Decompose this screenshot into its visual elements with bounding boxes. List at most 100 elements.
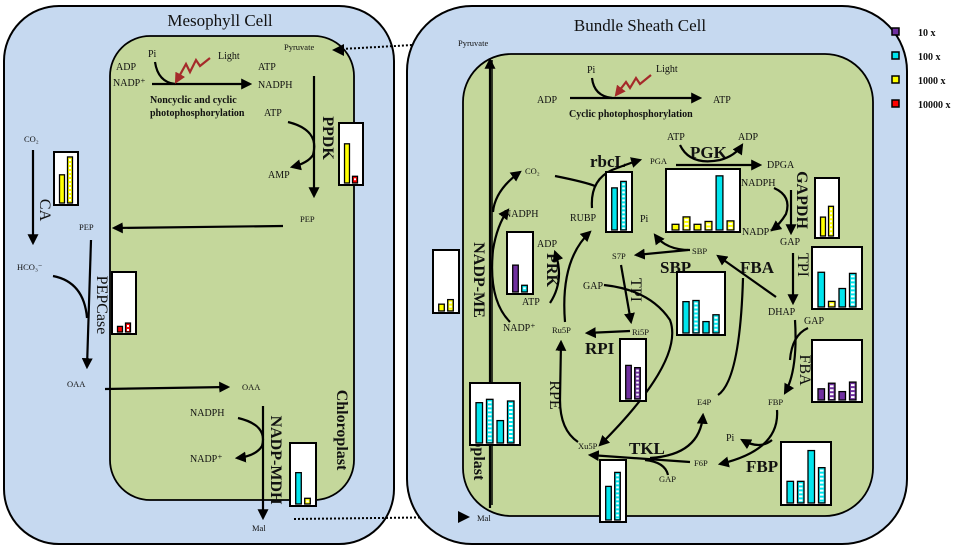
- enzyme-rpe: RPE: [546, 380, 563, 409]
- expression-charts: [53, 122, 863, 523]
- atp-adp-prk-curve: [549, 249, 564, 304]
- legend-label: 100 x: [918, 52, 941, 63]
- bar-rbcl-0: [611, 187, 618, 231]
- label-atp-bs: ATP: [713, 95, 731, 106]
- label-pep-in: PEP: [300, 214, 315, 224]
- label-pyruvate: Pyruvate: [284, 42, 314, 52]
- bar-fba-3: [848, 381, 857, 401]
- label-pi-bs: Pi: [587, 65, 596, 76]
- ru5p-rubp-curve: [563, 230, 592, 323]
- sbp-pi-curve: [653, 233, 691, 252]
- bar-fbp-2: [807, 449, 816, 504]
- tkl-e4p-curve: [649, 412, 708, 460]
- legend-swatch: [891, 51, 900, 60]
- bundle-sheath-title: Bundle Sheath Cell: [574, 16, 706, 35]
- bar-gapdh-0: [819, 216, 827, 237]
- chart-box-nadp-me: [432, 249, 460, 314]
- legend-label: 10 x: [918, 28, 936, 39]
- bar-nadp-me-1: [447, 298, 454, 312]
- enzyme-fba1: FBA: [740, 258, 775, 277]
- hco3-curve: [52, 274, 89, 319]
- bar-tpi-2: [838, 287, 847, 308]
- bar-rpe-0: [475, 402, 484, 444]
- bar-prk-0: [512, 264, 519, 293]
- bar-sbp-2: [702, 320, 710, 334]
- label-photo1: Noncyclic and cyclic: [150, 95, 237, 106]
- label-ri5p: Ri5P: [632, 327, 649, 337]
- bar-pgk-4: [715, 175, 724, 231]
- light-squiggle-icon: [174, 57, 211, 84]
- label-light: Light: [218, 51, 240, 62]
- enzyme-pgk: PGK: [690, 143, 728, 162]
- bundle-chloroplast: [462, 53, 874, 517]
- label-s7p: S7P: [612, 251, 626, 261]
- label-xu5p: Xu5P: [578, 441, 598, 451]
- label-atp-pgk: ATP: [667, 132, 685, 143]
- label-cyclic: Cyclic photophosphorylation: [569, 109, 693, 120]
- to-co2-curve: [491, 170, 522, 213]
- ri5p-ru5p-arrow: [584, 327, 631, 339]
- legend-swatch: [891, 99, 900, 108]
- bar-rbcl-1: [620, 180, 627, 231]
- label-nadph-bs: NADPH: [504, 209, 538, 220]
- label-pi2: Pi: [640, 214, 649, 225]
- enzyme-gapdh: GAPDH: [793, 171, 810, 229]
- chart-box-tkl: [599, 459, 627, 523]
- legend: 10 x 100 x 1000 x 10000 x: [891, 27, 951, 111]
- nadp-nadph-curve: [491, 208, 511, 323]
- chart-box-gapdh: [814, 177, 840, 239]
- enzyme-fba2: FBA: [796, 354, 813, 386]
- enzyme-ppdk: PPDK: [319, 116, 336, 160]
- sbp-s7p-arrow: [633, 248, 689, 260]
- label-oaa-out: OAA: [67, 379, 86, 389]
- label-adp-pgk: ADP: [738, 132, 758, 143]
- enzyme-nadp-me: NADP-ME: [470, 242, 487, 318]
- mesophyll-chloroplast: [109, 35, 355, 501]
- chart-box-ppdk: [338, 122, 364, 186]
- label-nadp-bs: NADP⁺: [503, 323, 536, 334]
- enzyme-ca: CA: [36, 199, 53, 222]
- chart-box-rbcl: [605, 171, 633, 233]
- enzyme-rbcl: rbcL: [590, 152, 626, 171]
- bar-sbp-3: [712, 314, 720, 334]
- mesophyll-chloroplast-label: Chloroplast: [333, 390, 350, 471]
- label-atp-prk: ATP: [522, 297, 540, 308]
- label-light-bs: Light: [656, 64, 678, 75]
- bar-fba-1: [827, 382, 836, 401]
- dhap-sbp-arrow: [716, 254, 777, 298]
- label-pga: PGA: [650, 156, 668, 166]
- bar-sbp-0: [682, 300, 690, 334]
- label-pep-out: PEP: [79, 222, 94, 232]
- legend-label: 10000 x: [918, 100, 951, 111]
- bar-ca-0: [58, 174, 66, 204]
- bar-rpe-1: [485, 398, 494, 444]
- chart-box-nadp-mdh: [289, 442, 317, 507]
- label-photo2: photophosphorylation: [150, 108, 245, 119]
- label-gap2: GAP: [583, 281, 603, 292]
- label-adp: ADP: [116, 62, 136, 73]
- chart-box-pepcase: [111, 271, 137, 335]
- bar-fbp-0: [786, 480, 795, 504]
- f6p-tkl-arrow: [587, 450, 691, 464]
- pyruvate-transport-head: [332, 44, 344, 56]
- nadph-nadp-gapdh-curve: [770, 186, 789, 232]
- fba-e4p-curve: [717, 277, 745, 396]
- label-sbp: SBP: [692, 246, 707, 256]
- bar-pgk-5: [726, 220, 735, 231]
- bar-pepcase-1: [124, 322, 132, 333]
- label-gap3: GAP: [804, 316, 824, 327]
- label-gap4: GAP: [659, 474, 676, 484]
- label-pi: Pi: [148, 49, 157, 60]
- label-dpga: DPGA: [767, 160, 795, 171]
- bar-pgk-2: [693, 223, 702, 231]
- legend-label: 1000 x: [918, 76, 946, 87]
- bar-rpe-3: [506, 400, 515, 444]
- label-e4p: E4P: [697, 397, 711, 407]
- bar-nadp-mdh-0: [295, 471, 302, 505]
- bar-rpe-2: [496, 419, 505, 444]
- bar-fba-0: [817, 388, 826, 401]
- legend-swatch: [891, 75, 900, 84]
- oaa-import-arrow: [104, 381, 231, 393]
- dhap-fbp-curve: [783, 319, 797, 395]
- label-pyruvate-bs: Pyruvate: [458, 38, 488, 48]
